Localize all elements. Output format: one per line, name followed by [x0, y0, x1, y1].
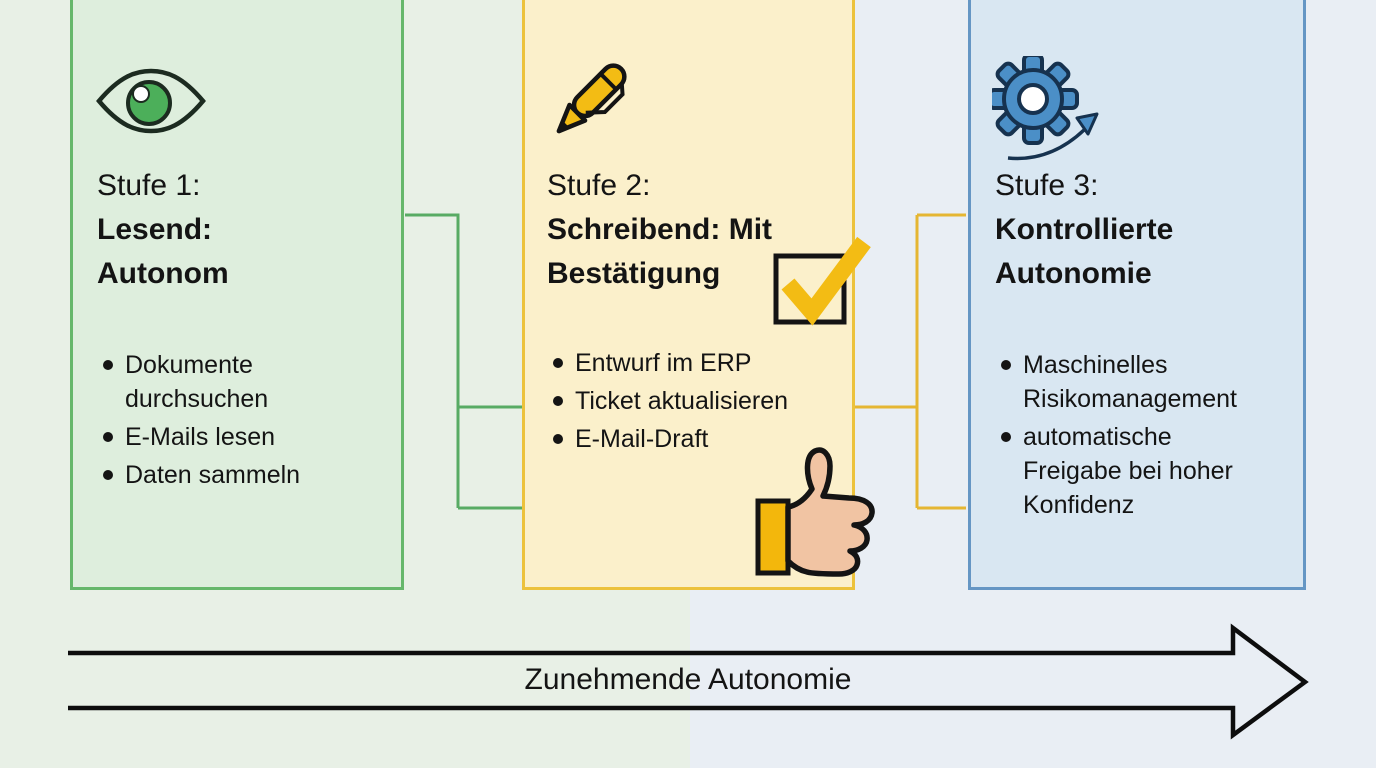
stage3-name-line1: Kontrollierte	[995, 213, 1174, 246]
stage1-name-line1: Lesend:	[97, 213, 213, 246]
checkbox-checked-icon	[773, 236, 871, 326]
list-item: Dokumente durchsuchen	[99, 348, 349, 416]
stage1-title: Stufe 1: Lesend: Autonom	[97, 164, 229, 296]
connector-stage1-stage2	[405, 213, 524, 510]
pen-icon	[556, 63, 627, 134]
stage2-bullet-list: Entwurf im ERP Ticket aktualisieren E-Ma…	[549, 346, 834, 460]
stage2-name-line1: Schreibend: Mit	[547, 213, 773, 246]
list-item: Entwurf im ERP	[549, 346, 834, 380]
stage1-name-line2: Autonom	[97, 257, 229, 290]
stage3-label: Stufe 3:	[995, 169, 1099, 202]
stage3-name-line2: Autonomie	[995, 257, 1152, 290]
thumbs-up-icon	[755, 447, 875, 577]
stage1-label: Stufe 1:	[97, 169, 201, 202]
stage2-name-line2: Bestätigung	[547, 257, 721, 290]
list-item: automatische Freigabe bei hoher Konfiden…	[997, 420, 1252, 522]
list-item: E-Mail-Draft	[549, 422, 834, 456]
eye-icon	[96, 68, 206, 134]
stage2-label: Stufe 2:	[547, 169, 651, 202]
list-item: Maschinelles Risikomanagement	[997, 348, 1252, 416]
stage3-bullet-list: Maschinelles Risikomanagement automatisc…	[997, 348, 1252, 526]
stage2-title: Stufe 2: Schreibend: Mit Bestätigung	[547, 164, 772, 296]
stage1-bullet-list: Dokumente durchsuchen E-Mails lesen Date…	[99, 348, 349, 496]
stage3-title: Stufe 3: Kontrollierte Autonomie	[995, 164, 1173, 296]
list-item: Daten sammeln	[99, 458, 349, 492]
list-item: Ticket aktualisieren	[549, 384, 834, 418]
gear-arrow-icon	[992, 56, 1099, 161]
list-item: E-Mails lesen	[99, 420, 349, 454]
stage-card-1	[70, 0, 404, 590]
autonomy-axis-label: Zunehmende Autonomie	[524, 663, 852, 696]
